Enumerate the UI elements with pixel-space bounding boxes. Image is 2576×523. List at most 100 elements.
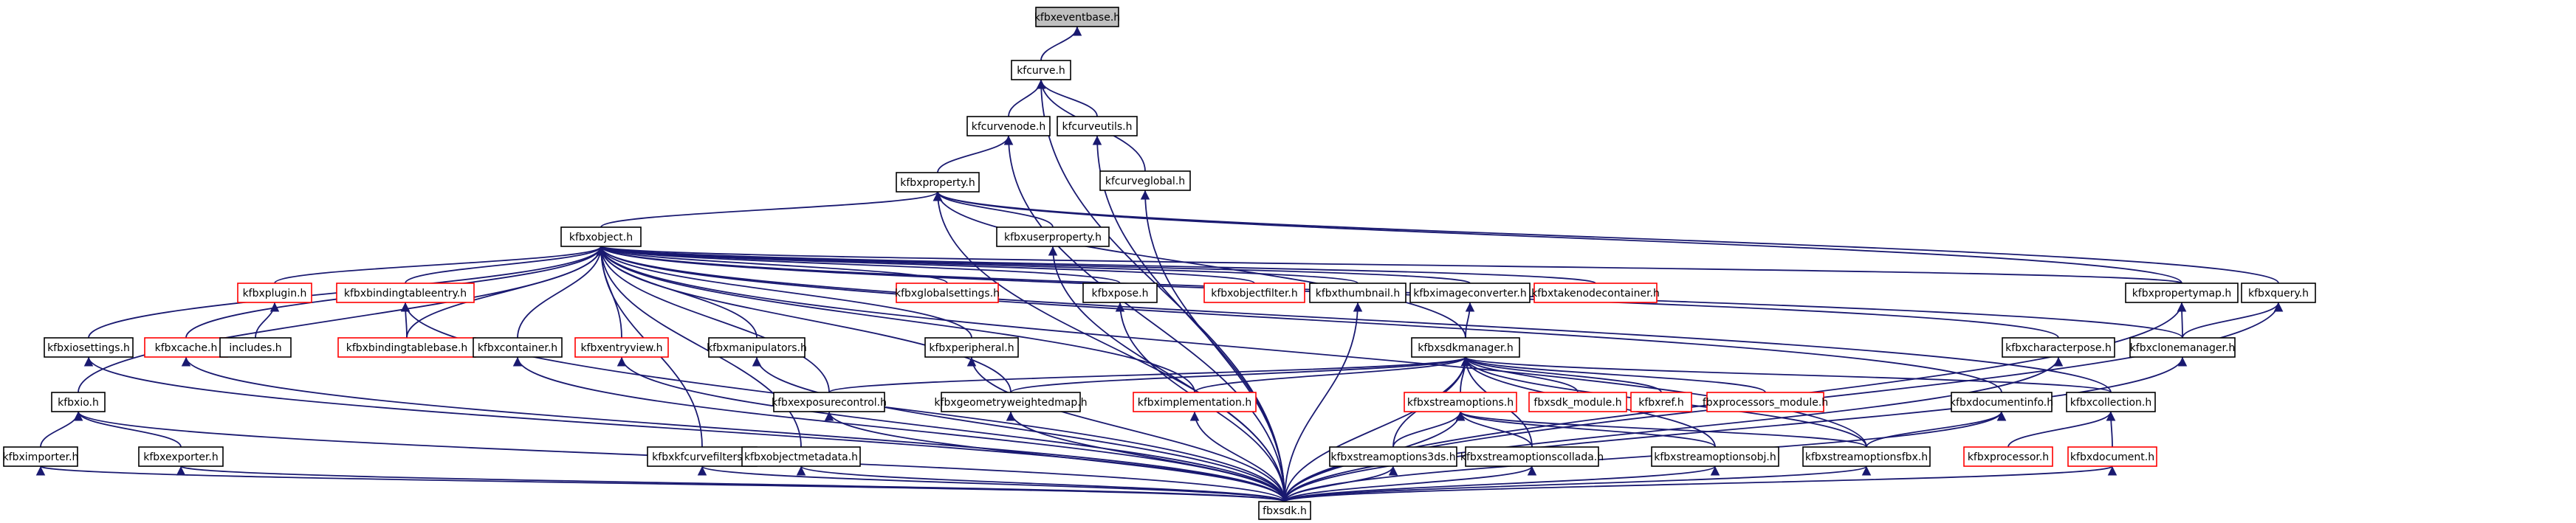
node-kfbxexporter[interactable]: kfbxexporter.h — [138, 446, 224, 467]
edge-kfcurve-kfcurvenode — [1008, 79, 1046, 117]
node-kfbxcontainer[interactable]: kfbxcontainer.h — [473, 337, 563, 358]
node-kfbxtakenodecontainer[interactable]: kfbxtakenodecontainer.h — [1531, 283, 1660, 303]
edge-kfbxobject-kfbxexposurecontrol — [596, 246, 830, 393]
edge-kfbxstreamoptionsobj-fbxsdk — [1284, 465, 1720, 502]
edge-kfbxobject-kfbxperipheral — [596, 246, 972, 339]
node-kfbxeventbase: kfbxeventbase.h — [1034, 7, 1120, 27]
node-kfbxio[interactable]: kfbxio.h — [51, 392, 106, 412]
edge-kfbxcollection-kfbxdocument — [2106, 411, 2116, 448]
node-kfcurvenode[interactable]: kfcurvenode.h — [966, 116, 1051, 136]
node-kfbxplugin[interactable]: kfbxplugin.h — [237, 283, 312, 303]
node-label: kfbxexporter.h — [143, 451, 219, 463]
node-box — [1133, 392, 1257, 412]
edge-kfbximageconverter-kfbxsdkmanager — [1465, 302, 1475, 339]
node-label: kfbxprocessor.h — [1968, 451, 2049, 463]
nodes-layer: kfbxeventbase.h kfcurve.h kfcurvenode.h kfc… — [3, 7, 2316, 520]
node-kfbxkfcurvefilters[interactable]: kfbxkfcurvefilters.h — [647, 446, 758, 467]
node-kfbxglobalsettings[interactable]: kfbxglobalsettings.h — [895, 283, 1000, 303]
edge-kfbxdocumentinfo-kfbxstreamoptionsfbx — [1866, 411, 2007, 448]
node-kfbxsdkmanager[interactable]: kfbxsdkmanager.h — [1411, 337, 1520, 358]
node-kfbxstreamoptions3ds[interactable]: kfbxstreamoptions3ds.h — [1329, 446, 1457, 467]
node-label: kfbxquery.h — [2248, 288, 2309, 299]
node-kfbxquery[interactable]: kfbxquery.h — [2241, 283, 2316, 303]
node-kfbxprocessor[interactable]: kfbxprocessor.h — [1963, 446, 2053, 467]
node-fbxsdk_module[interactable]: fbxsdk_module.h — [1528, 392, 1627, 412]
node-label: kfbxproperty.h — [900, 177, 975, 189]
edge-kfbxobject-kfbxcollection — [596, 246, 2112, 393]
node-label: kfbxplugin.h — [243, 288, 307, 299]
node-label: kfbxstreamoptions.h — [1407, 397, 1514, 409]
node-box — [2002, 337, 2115, 358]
node-kfbxproperty[interactable]: kfbxproperty.h — [896, 172, 980, 193]
node-kfbxstreamoptionsfbx[interactable]: kfbxstreamoptionsfbx.h — [1802, 446, 1931, 467]
node-kfbxbindingtablebase[interactable]: kfbxbindingtablebase.h — [337, 337, 476, 358]
node-kfcurveutils[interactable]: kfcurveutils.h — [1057, 116, 1138, 136]
edge-kfbxcollection-kfbxprocessor — [2007, 411, 2116, 448]
edge-kfbxobject-kfbxobjectfilter — [597, 246, 1255, 284]
node-kfbxobjectfilter[interactable]: kfbxobjectfilter.h — [1203, 283, 1305, 303]
node-kfbxuserproperty[interactable]: kfbxuserproperty.h — [996, 226, 1110, 247]
edge-kfbxstreamoptions3ds-fbxsdk — [1284, 465, 1398, 502]
node-includes[interactable]: includes.h — [219, 337, 292, 358]
node-box — [924, 337, 1019, 358]
node-kfbxcharacterpose[interactable]: kfbxcharacterpose.h — [2002, 337, 2115, 358]
node-kfcurveglobal[interactable]: kfcurveglobal.h — [1099, 170, 1191, 191]
edge-kfbxthumbnail-fbxsdk — [1284, 302, 1363, 502]
node-label: kfbxref.h — [1638, 397, 1684, 409]
node-box — [2129, 337, 2236, 358]
node-box — [1963, 446, 2053, 467]
edge-kfbxsdkmanager-fbxprocessors_module — [1460, 356, 1766, 393]
edge-kfcurvenode-kfbxproperty — [937, 135, 1014, 173]
node-kfbxref[interactable]: kfbxref.h — [1630, 392, 1692, 412]
node-box — [1309, 283, 1407, 303]
node-kfbxentryview[interactable]: kfbxentryview.h — [574, 337, 669, 358]
edge-kfbxproperty-kfbxquery — [933, 191, 2279, 284]
node-kfbximporter[interactable]: kfbximporter.h — [3, 446, 79, 467]
node-label: kfbxdocumentinfo.h — [1950, 397, 2053, 409]
node-box — [1011, 60, 1071, 80]
node-kfbxbindingtableentry[interactable]: kfbxbindingtableentry.h — [336, 283, 475, 303]
node-box — [473, 337, 563, 358]
node-kfbxperipheral[interactable]: kfbxperipheral.h — [924, 337, 1019, 358]
node-box — [2067, 446, 2157, 467]
edge-kfbxproperty-kfbxsdkmanager — [932, 191, 1466, 339]
node-fbxsdk[interactable]: fbxsdk.h — [1258, 501, 1311, 520]
node-kfbxthumbnail[interactable]: kfbxthumbnail.h — [1309, 283, 1407, 303]
node-kfbxmanipulators[interactable]: kfbxmanipulators.h — [707, 337, 807, 358]
node-box — [1630, 392, 1692, 412]
node-box — [1404, 392, 1517, 412]
node-kfbxgeometryweightedmap[interactable]: kfbxgeometryweightedmap.h — [934, 392, 1088, 412]
node-box — [966, 116, 1051, 136]
node-label: kfcurve.h — [1017, 65, 1065, 77]
node-kfbxdocument[interactable]: kfbxdocument.h — [2067, 446, 2157, 467]
node-box — [896, 172, 980, 193]
node-kfbxstreamoptions[interactable]: kfbxstreamoptions.h — [1404, 392, 1517, 412]
node-kfbxpropertymap[interactable]: kfbxpropertymap.h — [2125, 283, 2239, 303]
node-label: kfbxexposurecontrol.h — [772, 397, 887, 409]
node-kfbxcache[interactable]: kfbxcache.h — [144, 337, 228, 358]
node-kfbxobject[interactable]: kfbxobject.h — [560, 226, 642, 247]
node-kfbxstreamoptionsobj[interactable]: kfbxstreamoptionsobj.h — [1651, 446, 1779, 467]
node-label: kfbxcontainer.h — [478, 342, 557, 354]
node-box — [1035, 7, 1119, 27]
node-kfbxexposurecontrol[interactable]: kfbxexposurecontrol.h — [772, 392, 887, 412]
edge-kfbxobject-kfbxio — [78, 246, 606, 393]
edge-kfbxsdkmanager-kfbxgeometryweightedmap — [1010, 356, 1470, 393]
node-kfbxdocumentinfo[interactable]: kfbxdocumentinfo.h — [1950, 392, 2053, 412]
node-kfbximplementation[interactable]: kfbximplementation.h — [1133, 392, 1257, 412]
node-label: kfbxuserproperty.h — [1004, 232, 1102, 243]
edge-kfbxiosettings-fbxsdk — [83, 356, 1285, 502]
node-label: kfbxstreamoptions3ds.h — [1330, 451, 1455, 463]
node-fbxprocessors_module[interactable]: fbxprocessors_module.h — [1703, 392, 1828, 412]
node-kfbxpose[interactable]: kfbxpose.h — [1082, 283, 1158, 303]
node-box — [560, 226, 642, 247]
node-kfbxiosettings[interactable]: kfbxiosettings.h — [44, 337, 134, 358]
edge-kfbxsdkmanager-kfbxcollection — [1461, 356, 2112, 393]
node-kfbxobjectmetadata[interactable]: kfbxobjectmetadata.h — [741, 446, 861, 467]
node-kfbxstreamoptionscollada[interactable]: kfbxstreamoptionscollada.h — [1460, 446, 1604, 467]
node-kfbxclonemanager[interactable]: kfbxclonemanager.h — [2129, 337, 2236, 358]
node-kfbxcollection[interactable]: kfbxcollection.h — [2066, 392, 2156, 412]
node-kfcurve[interactable]: kfcurve.h — [1011, 60, 1071, 80]
node-box — [1706, 392, 1824, 412]
node-kfbximageconverter[interactable]: kfbximageconverter.h — [1409, 283, 1531, 303]
